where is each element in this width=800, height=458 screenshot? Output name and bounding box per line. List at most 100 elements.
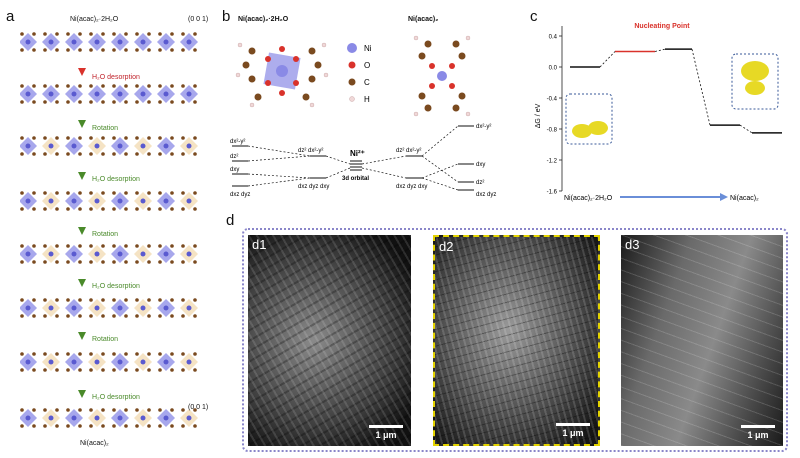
atom xyxy=(55,314,59,318)
axis-001-label-bottom: (0 0 1) xyxy=(188,404,209,411)
atom xyxy=(78,408,82,412)
atom xyxy=(32,314,36,318)
atom xyxy=(43,260,47,264)
atom xyxy=(181,352,185,356)
atom xyxy=(55,424,59,428)
atom xyxy=(55,32,59,36)
atom xyxy=(20,100,24,104)
ni-atom xyxy=(186,39,192,45)
atom xyxy=(181,408,185,412)
atom xyxy=(78,32,82,36)
energy-connector xyxy=(739,124,753,134)
atom xyxy=(101,368,105,372)
atom xyxy=(158,207,162,211)
atom xyxy=(124,244,128,248)
atom xyxy=(147,314,151,318)
atom xyxy=(43,424,47,428)
atom xyxy=(124,48,128,52)
atom xyxy=(135,100,139,104)
step-4: Rotation xyxy=(92,231,119,238)
ni-atom xyxy=(48,251,54,257)
atom xyxy=(135,32,139,36)
atom xyxy=(147,152,151,156)
atom xyxy=(32,32,36,36)
atom xyxy=(158,244,162,248)
atom xyxy=(147,244,151,248)
atom xyxy=(43,244,47,248)
left-level-4: dxz dyz xyxy=(230,192,250,198)
step-2: Rotation xyxy=(92,125,119,132)
panel-b-diagram: Ni O C H d xyxy=(230,35,496,198)
ni-atom xyxy=(140,39,146,45)
atom xyxy=(193,260,197,264)
atom xyxy=(124,136,128,140)
energy-connector xyxy=(691,49,711,126)
ni-atom xyxy=(163,143,169,149)
ni-atom xyxy=(163,39,169,45)
atom xyxy=(193,368,197,372)
ni-atom xyxy=(71,143,77,149)
atom xyxy=(181,314,185,318)
atom xyxy=(112,84,116,88)
panel-a-chains xyxy=(20,32,198,428)
inset-left xyxy=(565,93,613,145)
ni-atom xyxy=(163,198,169,204)
atom xyxy=(20,314,24,318)
ni-atom xyxy=(163,415,169,421)
atom xyxy=(55,352,59,356)
atom xyxy=(147,298,151,302)
chain-row xyxy=(20,136,198,156)
atom xyxy=(170,424,174,428)
atom xyxy=(101,244,105,248)
panel-label-d: d xyxy=(226,212,235,229)
atom xyxy=(124,32,128,36)
atom xyxy=(32,136,36,140)
atom xyxy=(55,84,59,88)
d2-scale-bar: 1 μm xyxy=(556,423,590,438)
atom xyxy=(78,368,82,372)
atom xyxy=(124,298,128,302)
sem-image-d1: d1 1 μm xyxy=(248,235,411,446)
atom xyxy=(181,368,185,372)
step-arrow xyxy=(78,120,86,128)
atom xyxy=(124,352,128,356)
atom xyxy=(135,244,139,248)
atom xyxy=(66,314,70,318)
ni-atom xyxy=(71,251,77,257)
atom xyxy=(147,408,151,412)
orbital-label: 3d orbital xyxy=(342,176,369,182)
atom xyxy=(147,84,151,88)
atom xyxy=(32,207,36,211)
panel-b-left-title: Ni(acac)₂·2H₂O xyxy=(238,16,289,23)
atom xyxy=(89,100,93,104)
atom xyxy=(124,191,128,195)
chain-row xyxy=(20,408,198,428)
atom xyxy=(158,191,162,195)
atom xyxy=(135,408,139,412)
d1-scale-bar: 1 μm xyxy=(369,425,403,440)
ni-atom xyxy=(25,305,31,311)
atom xyxy=(66,100,70,104)
atom xyxy=(78,244,82,248)
y-tick-label: -0.8 xyxy=(547,128,558,134)
ni-atom xyxy=(163,305,169,311)
ni-atom xyxy=(117,91,123,97)
ni-atom xyxy=(186,143,192,149)
atom xyxy=(20,207,24,211)
atom xyxy=(181,84,185,88)
ni-atom xyxy=(140,91,146,97)
panel-a: Ni(acac)₂·2H₂O (0 0 1) Ni(acac)₂ (0 0 1)… xyxy=(20,6,220,456)
ni-atom xyxy=(48,359,54,365)
atom xyxy=(78,136,82,140)
atom xyxy=(158,152,162,156)
atom xyxy=(158,408,162,412)
center-ni-label: Ni²⁺ xyxy=(350,149,365,158)
step-arrow xyxy=(78,172,86,180)
atom xyxy=(66,408,70,412)
atom xyxy=(135,424,139,428)
atom xyxy=(55,207,59,211)
atom xyxy=(158,368,162,372)
y-axis-label: ΔG / eV xyxy=(535,103,542,128)
atom xyxy=(66,84,70,88)
atom xyxy=(158,314,162,318)
